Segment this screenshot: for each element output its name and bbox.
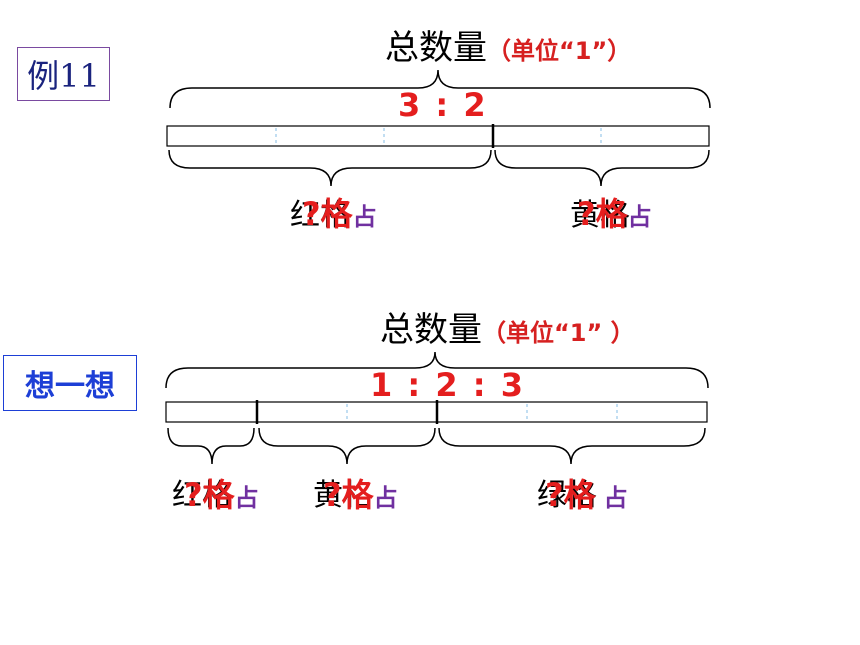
upper-brace-2: [165, 351, 709, 389]
lower-brace-red-1: [168, 149, 492, 187]
occupy-red-2: 占: [234, 484, 259, 512]
question-overlay-yellow-2: ?格占: [323, 470, 398, 516]
segment-label-green-2: 绿格: [537, 470, 597, 514]
lower-brace-green-2: [438, 427, 706, 465]
segment-text-green-2: 绿格: [537, 478, 597, 513]
example-label: 例11: [27, 57, 100, 95]
total-quantity-title-1: 总数量（单位“1”）: [385, 20, 631, 69]
segment-text-red-2: 红格: [172, 478, 232, 513]
lower-brace-yellow-1: [494, 149, 710, 187]
unit-one-note-1: （单位“1”）: [487, 37, 632, 65]
ratio-3-2: 3 : 2: [398, 86, 488, 124]
segment-text-yellow-2: 黄格: [313, 478, 373, 513]
total-quantity-text-1: 总数量: [385, 28, 487, 68]
question-overlay-red-1: ?格占: [302, 189, 377, 235]
segment-text-red-1: 红格: [290, 198, 350, 233]
example-label-box: 例11: [17, 47, 110, 101]
segment-text-yellow-1: 黄格: [570, 198, 630, 233]
occupy-yellow-2: 占: [373, 484, 398, 512]
occupy-red-1: 占: [352, 203, 377, 231]
occupy-yellow-1: 占: [627, 203, 652, 231]
occupy-green-2: 占: [603, 484, 628, 512]
question-overlay-green-2: ?格占: [545, 470, 628, 516]
segment-label-red-2: 红格: [172, 470, 232, 514]
lower-brace-yellow-2: [258, 427, 436, 465]
lower-brace-red-2: [167, 427, 255, 465]
segment-label-yellow-1: 黄格: [570, 190, 630, 234]
total-quantity-text-2: 总数量: [380, 310, 482, 350]
total-quantity-title-2: 总数量（单位“1” ）: [380, 302, 635, 351]
question-overlay-red-2: ?格占: [184, 470, 259, 516]
upper-brace-1: [169, 69, 711, 109]
think-label-box: 想一想: [3, 355, 137, 411]
think-label: 想一想: [25, 369, 115, 404]
segment-label-yellow-2: 黄格: [313, 470, 373, 514]
question-cells-yellow-1: ?格: [577, 195, 628, 233]
segment-label-red-1: 红格: [290, 190, 350, 234]
ratio-1-2-3: 1 : 2 : 3: [370, 366, 525, 404]
question-cells-yellow-2: ?格: [323, 476, 374, 514]
question-cells-red-1: ?格: [302, 195, 353, 233]
bar-1: [166, 125, 710, 147]
question-cells-red-2: ?格: [184, 476, 235, 514]
question-cells-green-2: ?格: [545, 476, 596, 514]
unit-one-note-2: （单位“1” ）: [482, 319, 635, 347]
question-overlay-yellow-1: ?格占: [577, 189, 652, 235]
